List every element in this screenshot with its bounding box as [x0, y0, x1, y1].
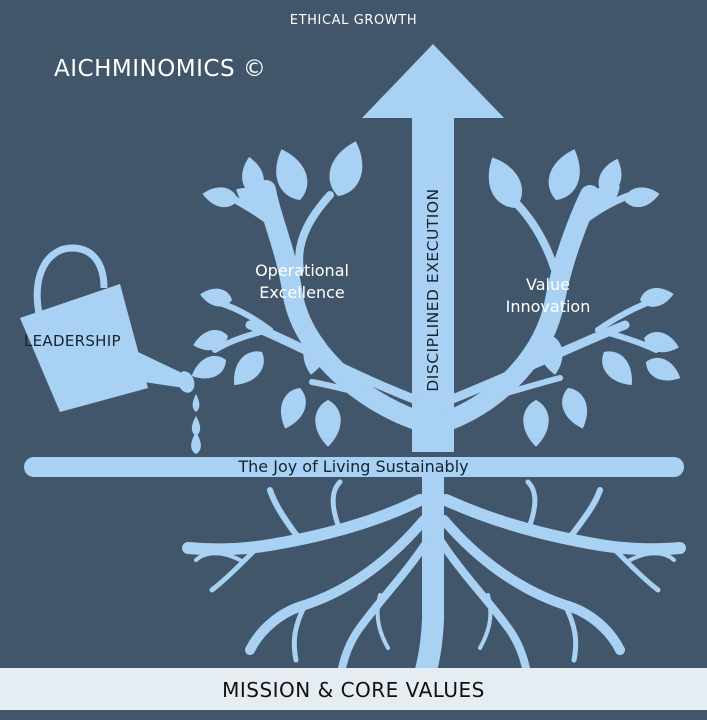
footer-bar: [0, 668, 707, 710]
roots-icon: [182, 465, 686, 681]
up-arrow-icon: [362, 44, 504, 452]
water-drop-icon: [191, 394, 201, 454]
footer-title: MISSION & CORE VALUES: [222, 678, 485, 702]
trunk-label: DISCIPLINED EXECUTION: [424, 188, 442, 392]
watering-can-icon: [20, 244, 195, 412]
ground-bar: [24, 457, 684, 477]
watering-can-label: LEADERSHIP: [24, 332, 121, 350]
ground-label: The Joy of Living Sustainably: [238, 457, 469, 476]
left-branch-label: Operational Excellence: [255, 261, 349, 302]
bottom-strip: [0, 710, 707, 720]
brand-title: AICHMINOMICS ©: [54, 56, 267, 82]
growth-arrow-label: ETHICAL GROWTH: [289, 13, 418, 28]
right-branch-label: Value Innovation: [505, 275, 591, 316]
